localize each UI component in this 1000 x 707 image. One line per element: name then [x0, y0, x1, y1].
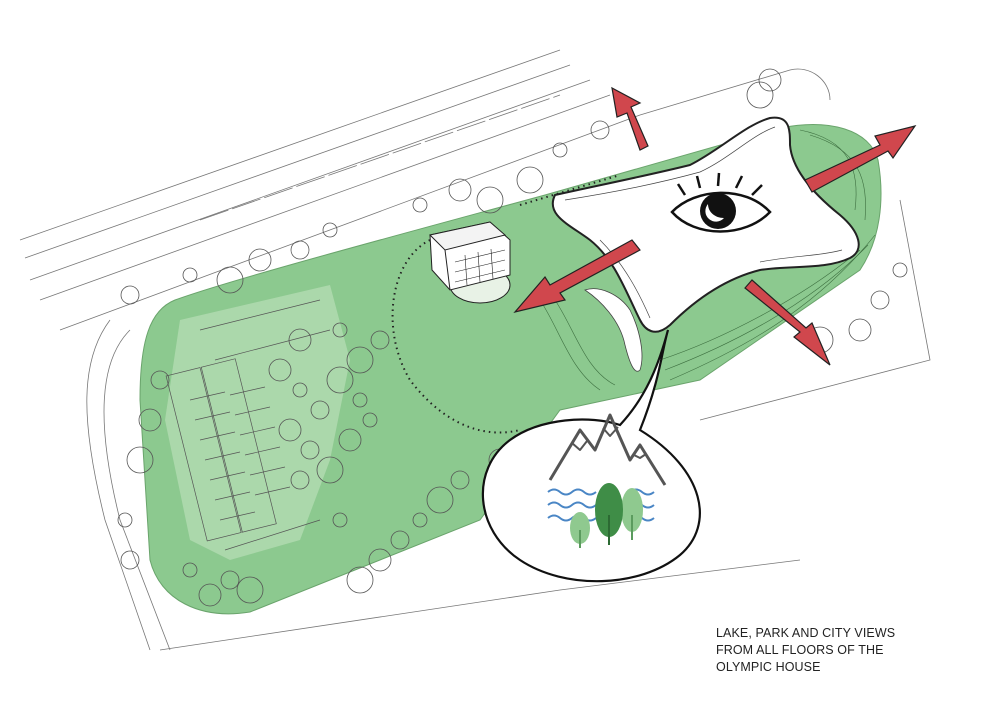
tree-canopy [236, 576, 264, 604]
tree-canopy [370, 330, 390, 350]
tree-canopy [412, 197, 428, 213]
tree-canopy [182, 562, 198, 578]
tree-canopy [346, 346, 374, 374]
tree-canopy [278, 418, 302, 442]
tree-canopy [362, 412, 378, 428]
tree-canopy [220, 570, 240, 590]
view-arrow-icon [513, 239, 641, 314]
tree-canopy [332, 512, 348, 528]
tree-canopy [326, 366, 354, 394]
caption-line: LAKE, PARK AND CITY VIEWS [716, 626, 896, 640]
view-arrow-icon [804, 125, 917, 193]
parking-stalls [165, 299, 331, 551]
tree-canopy [338, 428, 362, 452]
mountain-icon [548, 413, 667, 486]
dotted-path [391, 239, 521, 434]
olympic-house-building [551, 116, 860, 333]
white-walkway [584, 288, 643, 372]
tree-canopy [552, 142, 568, 158]
caption-text: LAKE, PARK AND CITY VIEWS FROM ALL FLOOR… [716, 625, 895, 676]
tree-icon [570, 483, 643, 548]
tree-canopy [117, 512, 133, 528]
tree-canopy [426, 486, 454, 514]
tree-canopy [198, 583, 222, 607]
tree-canopy [316, 456, 344, 484]
tree-canopy [126, 446, 154, 474]
tree-canopy [150, 370, 170, 390]
tree-canopy [332, 322, 348, 338]
tree-canopy [138, 408, 162, 432]
tree-canopy [268, 358, 292, 382]
view-arrow-icon [744, 279, 831, 366]
tree-canopy [300, 440, 320, 460]
tree-canopy [120, 285, 140, 305]
eye-icon [670, 172, 772, 233]
tree-canopy [368, 548, 392, 572]
caption-line: FROM ALL FLOORS OF THE [716, 643, 884, 657]
view-arrow-icon [611, 86, 649, 151]
tree-canopy [390, 530, 410, 550]
tree-canopy [346, 566, 374, 594]
tree-canopy [248, 248, 272, 272]
terrain-contours [539, 129, 876, 391]
road-lines [19, 49, 931, 651]
tree-canopy [288, 328, 312, 352]
tree-canopy [448, 178, 472, 202]
tree-canopy [290, 470, 310, 490]
tree-canopy [290, 240, 310, 260]
tree-canopy [848, 318, 872, 342]
view-arrows [513, 86, 917, 366]
tree-canopy [292, 382, 308, 398]
tree-canopy [310, 400, 330, 420]
tree-canopy [322, 222, 338, 238]
tree-canopy [450, 470, 470, 490]
tree-canopy [182, 267, 198, 283]
tree-canopy [476, 186, 504, 214]
tree-canopy [758, 68, 782, 92]
tree-canopy [746, 81, 774, 109]
tree-canopy [516, 166, 544, 194]
tree-canopy [870, 290, 890, 310]
view-speech-bubble [481, 329, 701, 583]
manor-house [428, 221, 511, 304]
tree-canopy [892, 262, 908, 278]
tree-canopy [590, 120, 610, 140]
parking-area [165, 285, 350, 560]
tree-canopy [120, 550, 140, 570]
tree-canopy [352, 392, 368, 408]
caption-line: OLYMPIC HOUSE [716, 660, 821, 674]
tree-canopy [412, 512, 428, 528]
tree-canopy [216, 266, 244, 294]
dotted-path-building [519, 174, 621, 206]
